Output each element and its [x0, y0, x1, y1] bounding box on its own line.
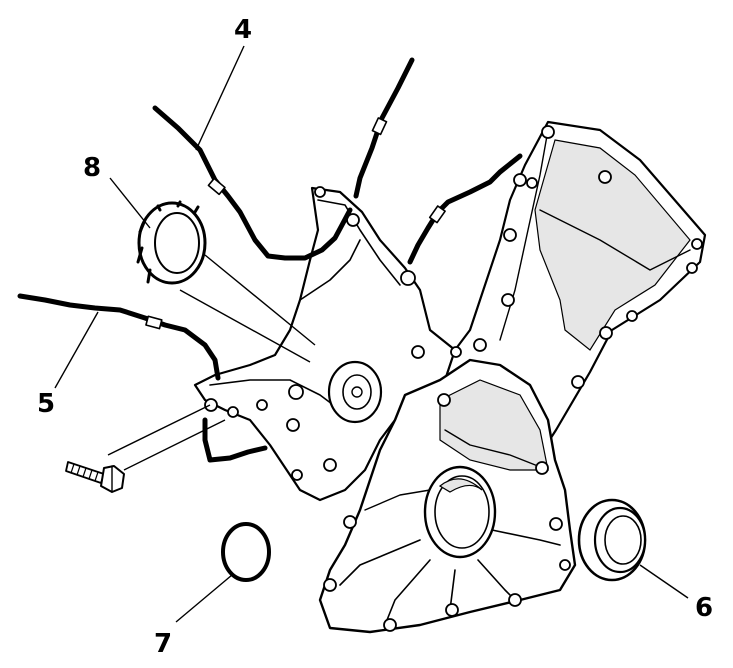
o-ring	[221, 522, 271, 582]
bolt-bosses	[204, 125, 703, 632]
callout-labels: 4 8 5 6 7	[37, 15, 713, 659]
cover-bolt	[65, 461, 125, 493]
crankshaft-oil-seal	[577, 498, 647, 582]
callout-4: 4	[234, 15, 252, 45]
ribbed-seal-ring	[136, 200, 207, 285]
callout-7: 7	[154, 629, 172, 659]
leader-lines	[54, 45, 689, 623]
upper-cover-gaskets	[152, 57, 523, 265]
side-cover-gasket	[17, 293, 268, 463]
callout-5: 5	[37, 389, 55, 419]
callout-8: 8	[83, 153, 101, 183]
front-cover	[193, 120, 707, 634]
callout-6: 6	[695, 593, 713, 623]
